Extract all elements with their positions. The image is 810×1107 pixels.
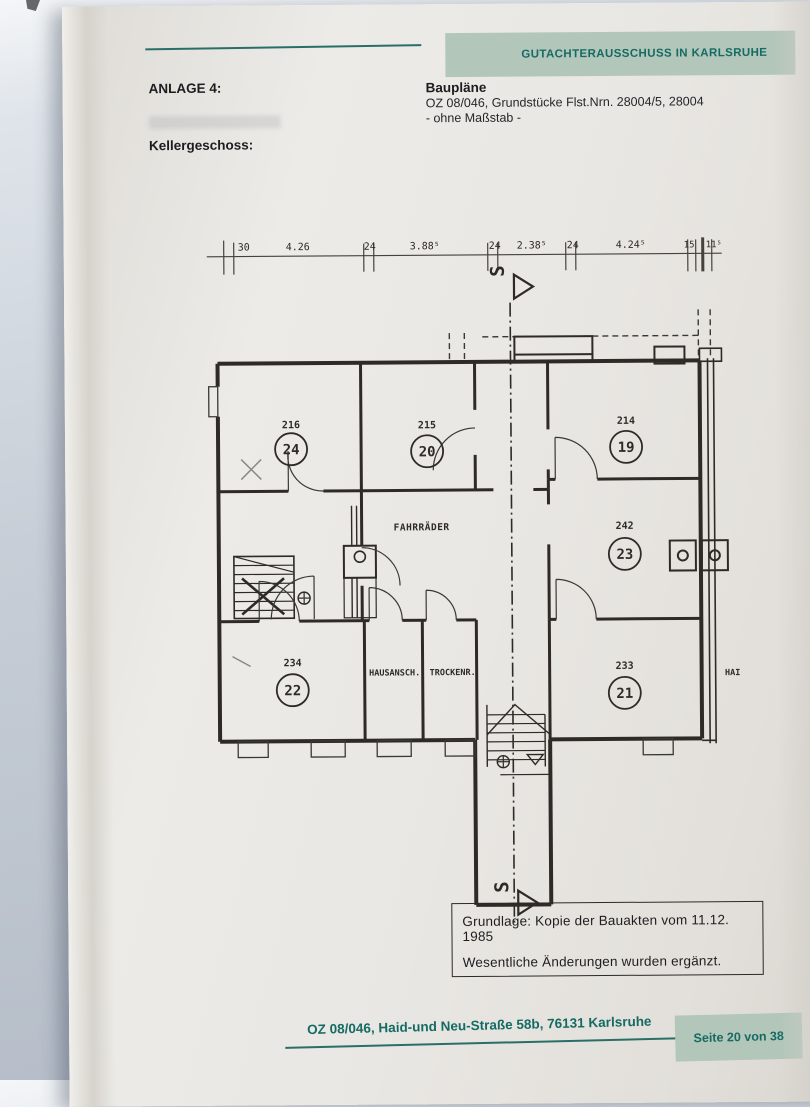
dimension-chain	[206, 237, 722, 275]
dim-24c: 24	[567, 240, 579, 251]
label-hausanschluss: HAUSANSCH.	[369, 668, 420, 678]
scale-note: - ohne Maßstab -	[425, 110, 522, 126]
room-214: 214 19	[609, 416, 643, 464]
label-trockenraum: TROCKENR.	[430, 668, 476, 678]
room-number: 215	[418, 420, 436, 431]
note-line-2: Wesentliche Änderungen wurden ergänzt.	[462, 953, 722, 971]
room-215: 215 20	[410, 420, 445, 469]
interior-walls	[218, 361, 702, 741]
redacted-smudge	[148, 115, 281, 130]
dim-3885: 3.88⁵	[410, 241, 440, 252]
room-number: 233	[616, 661, 634, 672]
header-rule	[145, 44, 422, 51]
office-name: GUTACHTERAUSSCHUSS IN KARLSRUHE	[521, 46, 768, 61]
dim-426: 4.26	[286, 242, 310, 253]
room-number: 234	[284, 658, 302, 669]
floor-label: Kellergeschoss:	[148, 137, 254, 154]
dim-115: 11⁵	[706, 240, 722, 250]
room-number: 216	[282, 420, 300, 431]
dim-30: 30	[238, 242, 250, 253]
photo-corner-artifact	[26, 0, 40, 11]
dim-24b: 24	[489, 241, 501, 252]
room-tag: 24	[283, 442, 300, 458]
header-band: GUTACHTERAUSSCHUSS IN KARLSRUHE	[445, 30, 796, 78]
dim-2385: 2.38⁵	[517, 240, 547, 251]
section-letter-bottom: S	[491, 881, 513, 893]
note-line-1: Grundlage: Kopie der Bauakten vom 11.12.…	[462, 912, 730, 945]
stair-cross-mark	[241, 577, 286, 616]
level-marker	[525, 753, 545, 766]
stair-bottom	[486, 703, 551, 776]
dim-4245: 4.24⁵	[616, 240, 646, 251]
dashed-overhang-lines	[448, 309, 712, 363]
dim-24a: 24	[364, 242, 376, 253]
room-233: 233 21	[607, 661, 642, 710]
label-hai-cutoff: HAI	[725, 668, 740, 678]
anlage-label: ANLAGE 4:	[148, 80, 222, 97]
door-swings	[258, 427, 598, 622]
pencil-marks	[232, 458, 262, 668]
floorplan-drawing: 30 4.26 24 3.88⁵ 24 2.38⁵ 24 4.24⁵ 15 11…	[206, 237, 740, 927]
room-tag: 21	[616, 686, 633, 702]
stair-left	[233, 555, 311, 620]
footer-address: OZ 08/046, Haid-und Neu-Straße 58b, 7613…	[306, 1013, 652, 1038]
footer-page-band: Seite 20 von 38	[674, 1012, 803, 1062]
dim-15: 15	[684, 240, 695, 250]
page-indicator: Seite 20 von 38	[693, 1028, 785, 1046]
scanned-page: GUTACHTERAUSSCHUSS IN KARLSRUHE ANLAGE 4…	[62, 1, 810, 1107]
left-window	[208, 386, 219, 418]
section-line: S S	[487, 265, 540, 927]
doc-subtitle: OZ 08/046, Grundstücke Flst.Nrn. 28004/5…	[425, 94, 704, 111]
footer-rule	[285, 1036, 702, 1049]
room-tag: 22	[284, 683, 301, 699]
room-tag: 19	[618, 440, 635, 456]
room-216: 216 24	[274, 420, 309, 467]
label-fahrraeder: FAHRRÄDER	[394, 522, 450, 533]
room-number: 214	[617, 416, 635, 427]
wall-fixtures-right	[668, 539, 729, 572]
room-242: 242 23	[607, 521, 642, 571]
doc-title: Baupläne	[425, 79, 487, 96]
source-note-box: Grundlage: Kopie der Bauakten vom 11.12.…	[451, 900, 764, 978]
section-letter-top: S	[487, 265, 509, 277]
column-fixture-bikes	[342, 505, 378, 619]
room-number: 242	[616, 521, 634, 532]
window-wells	[208, 386, 674, 759]
section-arrow-top	[512, 272, 536, 301]
room-tag: 20	[419, 444, 436, 460]
room-tag: 23	[616, 547, 633, 563]
chimney-block	[513, 335, 686, 365]
room-234: 234 22	[275, 658, 310, 708]
